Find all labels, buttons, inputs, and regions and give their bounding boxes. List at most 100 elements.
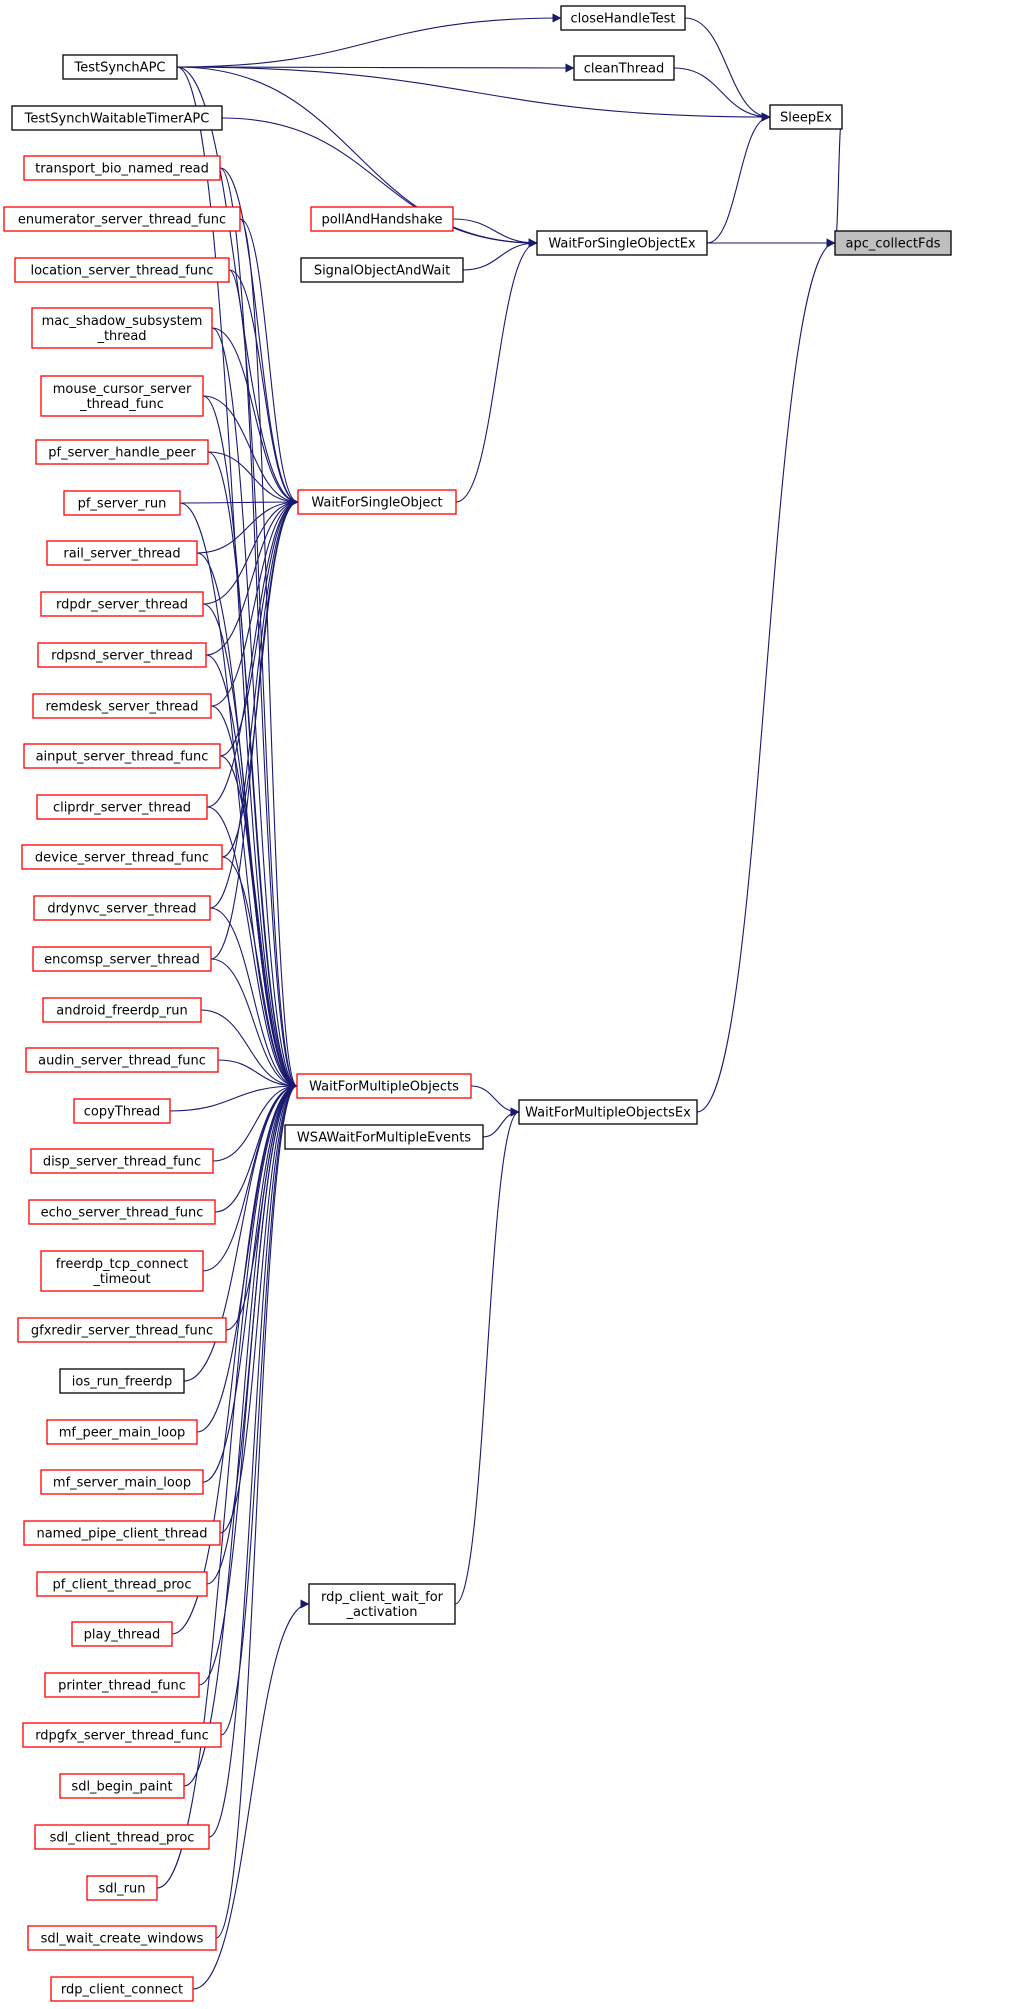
node-box[interactable]	[42, 997, 202, 1023]
node-mouse_cursor_server_thread_func[interactable]: mouse_cursor_server_thread_func	[40, 375, 204, 417]
node-WaitForMultipleObjectsEx[interactable]: WaitForMultipleObjectsEx	[518, 1099, 698, 1125]
node-box[interactable]	[36, 1571, 208, 1597]
node-box[interactable]	[308, 1583, 456, 1625]
node-box[interactable]	[560, 5, 686, 31]
node-freerdp_tcp_connect_timeout[interactable]: freerdp_tcp_connect_timeout	[40, 1250, 204, 1292]
node-box[interactable]	[23, 1520, 221, 1546]
node-WaitForSingleObject[interactable]: WaitForSingleObject	[297, 489, 457, 515]
node-remdesk_server_thread[interactable]: remdesk_server_thread	[32, 693, 212, 719]
node-sdl_run[interactable]: sdl_run	[86, 1875, 158, 1901]
node-box[interactable]	[46, 540, 198, 566]
node-rdpgfx_server_thread_func[interactable]: rdpgfx_server_thread_func	[22, 1722, 222, 1748]
node-box[interactable]	[31, 307, 213, 349]
node-box[interactable]	[28, 1199, 216, 1225]
node-box[interactable]	[40, 1469, 204, 1495]
node-disp_server_thread_func[interactable]: disp_server_thread_func	[30, 1148, 214, 1174]
node-box[interactable]	[40, 1250, 204, 1292]
node-closeHandleTest[interactable]: closeHandleTest	[560, 5, 686, 31]
node-box[interactable]	[23, 743, 221, 769]
node-box[interactable]	[310, 206, 454, 232]
node-WaitForMultipleObjects[interactable]: WaitForMultipleObjects	[296, 1073, 472, 1099]
node-box[interactable]	[86, 1875, 158, 1901]
node-box[interactable]	[63, 490, 181, 516]
node-box[interactable]	[27, 1925, 217, 1951]
node-cleanThread[interactable]: cleanThread	[573, 55, 675, 81]
node-pollAndHandshake[interactable]: pollAndHandshake	[310, 206, 454, 232]
node-box[interactable]	[30, 1148, 214, 1174]
node-printer_thread_func[interactable]: printer_thread_func	[44, 1672, 200, 1698]
node-pf_server_handle_peer[interactable]: pf_server_handle_peer	[35, 439, 209, 465]
node-rdp_client_wait_for_activation[interactable]: rdp_client_wait_for_activation	[308, 1583, 456, 1625]
node-box[interactable]	[296, 1073, 472, 1099]
node-box[interactable]	[769, 104, 843, 130]
node-box[interactable]	[284, 1124, 484, 1150]
node-TestSynchWaitableTimerAPC[interactable]: TestSynchWaitableTimerAPC	[11, 105, 223, 131]
node-box[interactable]	[71, 1621, 173, 1647]
node-rail_server_thread[interactable]: rail_server_thread	[46, 540, 198, 566]
node-box[interactable]	[573, 55, 675, 81]
node-rdpsnd_server_thread[interactable]: rdpsnd_server_thread	[37, 642, 207, 668]
node-drdynvc_server_thread[interactable]: drdynvc_server_thread	[33, 895, 211, 921]
node-cliprdr_server_thread[interactable]: cliprdr_server_thread	[36, 794, 208, 820]
node-copyThread[interactable]: copyThread	[73, 1098, 171, 1124]
node-TestSynchAPC[interactable]: TestSynchAPC	[62, 54, 178, 80]
node-box[interactable]	[50, 1976, 194, 2002]
node-pf_server_run[interactable]: pf_server_run	[63, 490, 181, 516]
node-named_pipe_client_thread[interactable]: named_pipe_client_thread	[23, 1520, 221, 1546]
node-box[interactable]	[73, 1098, 171, 1124]
node-SleepEx[interactable]: SleepEx	[769, 104, 843, 130]
node-sdl_wait_create_windows[interactable]: sdl_wait_create_windows	[27, 1925, 217, 1951]
node-box[interactable]	[23, 155, 221, 181]
node-box[interactable]	[37, 642, 207, 668]
node-WaitForSingleObjectEx[interactable]: WaitForSingleObjectEx	[536, 230, 708, 256]
node-rdpdr_server_thread[interactable]: rdpdr_server_thread	[40, 591, 204, 617]
node-box[interactable]	[35, 439, 209, 465]
node-android_freerdp_run[interactable]: android_freerdp_run	[42, 997, 202, 1023]
node-box[interactable]	[14, 257, 230, 283]
node-pf_client_thread_proc[interactable]: pf_client_thread_proc	[36, 1571, 208, 1597]
node-transport_bio_named_read[interactable]: transport_bio_named_read	[23, 155, 221, 181]
node-box[interactable]	[62, 54, 178, 80]
node-WSAWaitForMultipleEvents[interactable]: WSAWaitForMultipleEvents	[284, 1124, 484, 1150]
node-ainput_server_thread_func[interactable]: ainput_server_thread_func	[23, 743, 221, 769]
node-box[interactable]	[17, 1317, 227, 1343]
node-mf_peer_main_loop[interactable]: mf_peer_main_loop	[46, 1419, 198, 1445]
node-gfxredir_server_thread_func[interactable]: gfxredir_server_thread_func	[17, 1317, 227, 1343]
node-box[interactable]	[36, 794, 208, 820]
node-box[interactable]	[40, 375, 204, 417]
node-mac_shadow_subsystem_thread[interactable]: mac_shadow_subsystem_thread	[31, 307, 213, 349]
node-box[interactable]	[11, 105, 223, 131]
node-box[interactable]	[300, 257, 464, 283]
node-location_server_thread_func[interactable]: location_server_thread_func	[14, 257, 230, 283]
node-box[interactable]	[34, 1824, 210, 1850]
node-encomsp_server_thread[interactable]: encomsp_server_thread	[32, 946, 212, 972]
node-ios_run_freerdp[interactable]: ios_run_freerdp	[59, 1368, 185, 1394]
node-box[interactable]	[297, 489, 457, 515]
node-box[interactable]	[834, 230, 952, 256]
node-box[interactable]	[25, 1047, 219, 1073]
node-box[interactable]	[44, 1672, 200, 1698]
node-box[interactable]	[46, 1419, 198, 1445]
node-enumerator_server_thread_func[interactable]: enumerator_server_thread_func	[3, 206, 241, 232]
node-mf_server_main_loop[interactable]: mf_server_main_loop	[40, 1469, 204, 1495]
node-box[interactable]	[33, 895, 211, 921]
node-rdp_client_connect[interactable]: rdp_client_connect	[50, 1976, 194, 2002]
node-sdl_begin_paint[interactable]: sdl_begin_paint	[59, 1773, 185, 1799]
node-box[interactable]	[40, 591, 204, 617]
node-box[interactable]	[536, 230, 708, 256]
node-echo_server_thread_func[interactable]: echo_server_thread_func	[28, 1199, 216, 1225]
node-box[interactable]	[22, 1722, 222, 1748]
node-box[interactable]	[21, 844, 223, 870]
node-play_thread[interactable]: play_thread	[71, 1621, 173, 1647]
node-box[interactable]	[518, 1099, 698, 1125]
node-device_server_thread_func[interactable]: device_server_thread_func	[21, 844, 223, 870]
node-SignalObjectAndWait[interactable]: SignalObjectAndWait	[300, 257, 464, 283]
node-box[interactable]	[32, 946, 212, 972]
node-apc_collectFds[interactable]: apc_collectFds	[834, 230, 952, 256]
node-box[interactable]	[32, 693, 212, 719]
node-box[interactable]	[59, 1368, 185, 1394]
node-box[interactable]	[3, 206, 241, 232]
node-box[interactable]	[59, 1773, 185, 1799]
node-audin_server_thread_func[interactable]: audin_server_thread_func	[25, 1047, 219, 1073]
node-sdl_client_thread_proc[interactable]: sdl_client_thread_proc	[34, 1824, 210, 1850]
